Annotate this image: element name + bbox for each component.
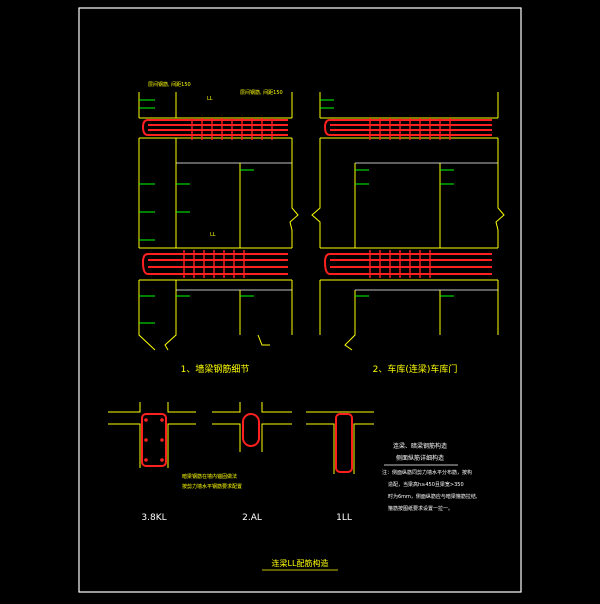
section-1-ll: 1LL <box>306 411 374 523</box>
section-note-line1: 暗梁钢筋在墙内锚固做法 <box>182 473 237 480</box>
section-label-3: 1LL <box>336 513 352 523</box>
note-mid-left: 层间钢筋, 间距150 <box>240 89 283 96</box>
section-label-2: 2.AL <box>242 513 262 523</box>
notes-line-4: 箍筋按图纸要求设置一拉一。 <box>388 505 453 512</box>
detail-2-mid-rebar <box>323 250 492 278</box>
section-note: 暗梁钢筋在墙内锚固做法 按剪力墙水平钢筋要求配置 <box>182 473 242 490</box>
section-label-1: 3.8KL <box>141 513 166 523</box>
section-2-al: 2.AL <box>212 402 292 523</box>
detail-2-markers <box>320 99 454 297</box>
detail-1-top-rebar <box>141 118 288 140</box>
drawing-frame <box>78 7 522 593</box>
note-top-left: 层间钢筋, 间距150 <box>148 81 191 88</box>
detail-1-markers <box>139 99 254 324</box>
detail-2-top-rebar <box>323 118 492 140</box>
beam-ll-label: LL <box>207 96 213 102</box>
notes-line-2: 造配，当梁高h≥450且梁宽>350 <box>388 481 464 488</box>
detail-2: 2、车库(连梁)车库门 <box>311 92 505 375</box>
notes-block: 连梁、暗梁钢筋构造 侧面纵筋详细构造 注：侧面纵筋同剪力墙水平分布筋，按构 造配… <box>382 442 478 512</box>
detail-2-caption: 2、车库(连梁)车库门 <box>373 363 458 375</box>
detail-1-caption: 1、墙梁钢筋细节 <box>181 363 250 375</box>
section-3-8kl: 3.8KL <box>108 402 196 523</box>
notes-title-2: 侧面纵筋详细构造 <box>396 454 444 462</box>
detail-2-walls <box>311 92 505 351</box>
notes-title-1: 连梁、暗梁钢筋构造 <box>393 442 447 450</box>
section-note-line2: 按剪力墙水平钢筋要求配置 <box>182 483 242 490</box>
detail-1: 层间钢筋, 间距150 层间钢筋, 间距150 LL LL 1、墙梁钢筋细节 <box>138 81 299 375</box>
detail-1-small-text: 层间钢筋, 间距150 层间钢筋, 间距150 LL LL <box>148 81 283 238</box>
notes-line-1: 注：侧面纵筋同剪力墙水平分布筋，按构 <box>382 469 472 476</box>
beam-ll-label-mid: LL <box>210 232 216 238</box>
detail-1-walls <box>138 92 299 351</box>
notes-line-3: 时为6mm，侧面纵筋应与暗梁箍筋拉结, <box>388 493 478 500</box>
bottom-title: 连梁LL配筋构造 <box>272 558 329 568</box>
detail-1-mid-rebar <box>141 250 288 278</box>
